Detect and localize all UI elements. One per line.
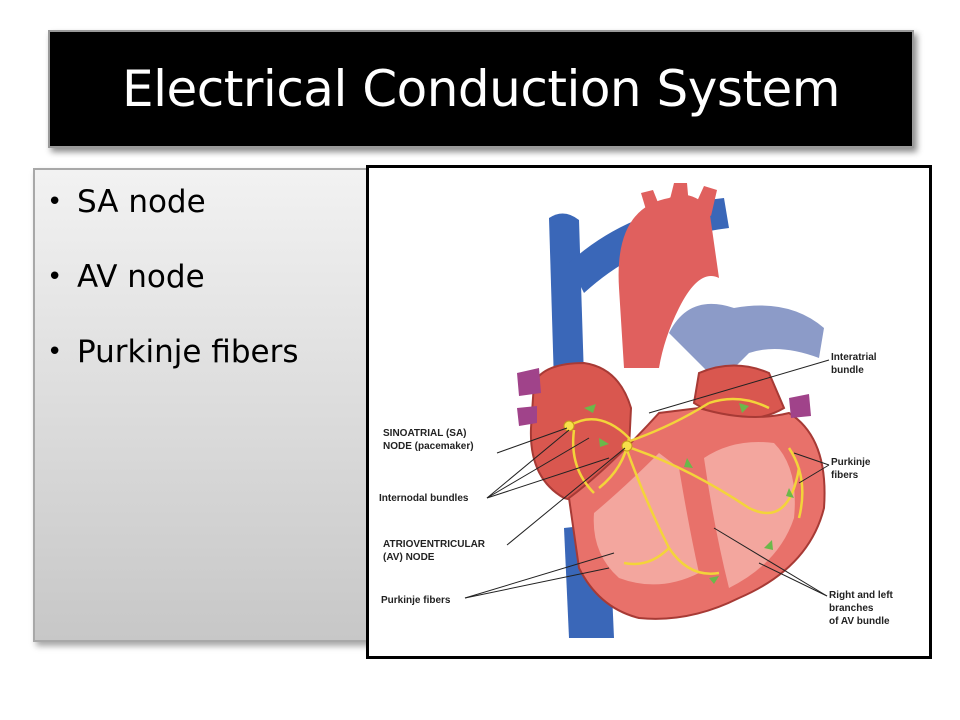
- superior-vena-cava: [549, 213, 584, 383]
- label-interatrial-line2: bundle: [831, 365, 864, 376]
- label-av-node-line2: (AV) NODE: [383, 552, 435, 563]
- bullet-item: • Purkinje fibers: [47, 332, 369, 407]
- label-purkinje-fibers-left: Purkinje fibers: [381, 595, 451, 606]
- slide-title: Electrical Conduction System: [122, 60, 840, 118]
- sa-node: [563, 420, 575, 432]
- pulmonary-veins-right: [789, 394, 811, 418]
- flow-arrows: [584, 403, 794, 584]
- conduction-pathways: [568, 397, 804, 575]
- bullet-text: Purkinje fibers: [77, 334, 299, 370]
- heart-illustration: SINOATRIAL (SA) NODE (pacemaker) Interno…: [379, 183, 894, 638]
- label-leader-lines: [464, 359, 830, 599]
- bullet-item: • AV node: [47, 257, 369, 332]
- label-internodal-bundles: Internodal bundles: [379, 493, 469, 504]
- bullet-dot-icon: •: [47, 337, 63, 367]
- aortic-branches: [641, 183, 717, 216]
- label-branches-line1: Right and left: [829, 590, 894, 601]
- label-branches-line2: branches: [829, 603, 874, 614]
- label-interatrial-line1: Interatrial: [831, 352, 877, 363]
- label-sa-node-line1: SINOATRIAL (SA): [383, 428, 467, 439]
- label-branches-line3: of AV bundle: [829, 616, 890, 627]
- aorta: [618, 194, 719, 368]
- label-purkinje-right-line1: Purkinje: [831, 457, 871, 468]
- bullet-dot-icon: •: [47, 262, 63, 292]
- label-purkinje-right-line2: fibers: [831, 470, 859, 481]
- pulmonary-veins: [517, 368, 541, 426]
- bullet-text: AV node: [77, 259, 205, 295]
- label-sa-node-line2: NODE (pacemaker): [383, 441, 474, 452]
- heart-diagram-frame: SINOATRIAL (SA) NODE (pacemaker) Interno…: [366, 165, 932, 659]
- pulmonary-artery: [669, 303, 824, 383]
- bullet-text: SA node: [77, 184, 206, 220]
- bullet-panel: • SA node • AV node • Purkinje fibers: [33, 168, 371, 642]
- bullet-dot-icon: •: [47, 187, 63, 217]
- label-av-node-line1: ATRIOVENTRICULAR: [383, 539, 486, 550]
- bullet-item: • SA node: [47, 182, 369, 257]
- left-ventricle-cavity: [704, 442, 795, 588]
- bullet-list: • SA node • AV node • Purkinje fibers: [35, 170, 369, 407]
- title-bar: Electrical Conduction System: [48, 30, 914, 148]
